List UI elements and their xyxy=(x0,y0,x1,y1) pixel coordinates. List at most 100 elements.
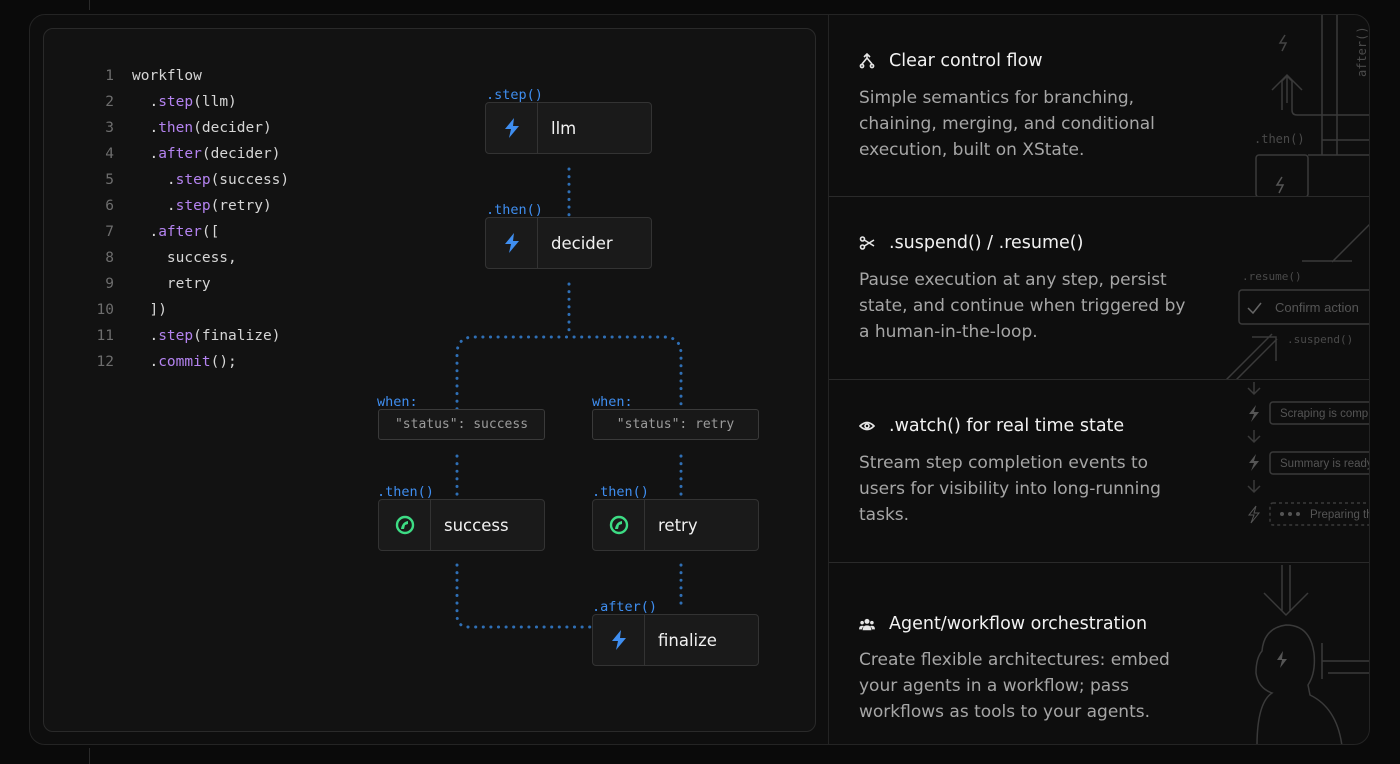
code-line: 8 success, xyxy=(82,245,289,271)
line-number: 6 xyxy=(105,198,114,214)
line-number: 3 xyxy=(105,120,114,136)
code-text: . xyxy=(132,172,176,188)
node-decider[interactable]: decider xyxy=(485,217,652,269)
feature-orchestration: Agent/workflow orchestration Create flex… xyxy=(829,563,1369,744)
agent-icon xyxy=(593,500,645,550)
code-line: 10 ]) xyxy=(82,297,289,323)
node-retry[interactable]: retry xyxy=(592,499,759,551)
watch-decoration: Scraping is complete Summary is ready Pr… xyxy=(1247,382,1370,526)
feature-title-text: Clear control flow xyxy=(889,51,1043,71)
line-number: 9 xyxy=(105,276,114,292)
line-number: 7 xyxy=(105,224,114,240)
node-llm[interactable]: llm xyxy=(485,102,652,154)
feature-title: Agent/workflow orchestration xyxy=(859,614,1147,634)
deco-resume-label: .resume() xyxy=(1242,270,1302,283)
code-keyword: step xyxy=(158,328,194,344)
orchestration-decoration xyxy=(1255,565,1369,744)
code-line: 5 .step(success) xyxy=(82,167,289,193)
code-text: . xyxy=(132,328,159,344)
code-text: (decider) xyxy=(193,120,272,136)
feature-description: Pause execution at any step, persist sta… xyxy=(859,270,1186,342)
line-number: 10 xyxy=(96,302,114,318)
code-keyword: step xyxy=(175,198,211,214)
connector-success-merge xyxy=(455,563,594,629)
node-label: decider xyxy=(551,233,613,253)
deco-then-label: .then() xyxy=(1254,132,1305,146)
line-number: 4 xyxy=(105,146,114,162)
features-list: after() .then() Clear control flow Simpl… xyxy=(828,15,1370,744)
code-keyword: after xyxy=(158,146,202,162)
code-text: retry xyxy=(132,276,211,292)
feature-description: Stream step completion events to users f… xyxy=(859,453,1161,525)
feature-title-text: .suspend() / .resume() xyxy=(889,233,1084,253)
deco-preparing-label: Preparing the xyxy=(1310,509,1370,521)
then-label-success: .then() xyxy=(377,484,434,500)
feature-control-flow: after() .then() Clear control flow Simpl… xyxy=(829,15,1369,197)
code-text: ]) xyxy=(132,302,167,318)
node-label: success xyxy=(444,515,509,535)
branch-icon xyxy=(859,53,875,69)
feature-title-text: Agent/workflow orchestration xyxy=(889,614,1148,634)
condition-retry: "status": retry xyxy=(592,409,759,440)
code-text: (success) xyxy=(210,172,290,188)
code-text: (); xyxy=(210,354,237,370)
line-number: 11 xyxy=(96,328,114,344)
deco-confirm-label: Confirm action xyxy=(1275,300,1359,315)
code-text: ([ xyxy=(201,224,220,240)
node-success[interactable]: success xyxy=(378,499,545,551)
code-text: . xyxy=(132,120,159,136)
feature-suspend-resume: .resume() Confirm action .suspend() .sus… xyxy=(829,197,1369,380)
condition-success: "status": success xyxy=(378,409,545,440)
connector-branch xyxy=(455,335,683,426)
eye-icon xyxy=(859,418,875,434)
line-number: 1 xyxy=(105,68,114,84)
then-label-retry: .then() xyxy=(592,484,649,500)
agent-icon xyxy=(379,500,431,550)
code-text: success, xyxy=(132,250,237,266)
code-line: 9 retry xyxy=(82,271,289,297)
feature-title: .suspend() / .resume() xyxy=(859,233,1083,253)
feature-watch: Scraping is complete Summary is ready Pr… xyxy=(829,380,1370,563)
node-label: llm xyxy=(551,118,577,138)
feature-title: Clear control flow xyxy=(859,51,1043,71)
step-label: .step() xyxy=(486,87,543,103)
line-number: 12 xyxy=(96,354,114,370)
code-keyword: after xyxy=(158,224,202,240)
frame-tick-top xyxy=(89,0,90,10)
line-number: 8 xyxy=(105,250,114,266)
code-line: 11 .step(finalize) xyxy=(82,323,289,349)
code-text: . xyxy=(132,354,159,370)
code-line: 2 .step(llm) xyxy=(82,89,289,115)
node-finalize[interactable]: finalize xyxy=(592,614,759,666)
code-line: 3 .then(decider) xyxy=(82,115,289,141)
code-text: workflow xyxy=(132,68,202,84)
code-text: (retry) xyxy=(210,198,272,214)
bolt-icon xyxy=(486,103,538,153)
node-label: finalize xyxy=(658,630,717,650)
code-text: (llm) xyxy=(193,94,237,110)
code-keyword: then xyxy=(158,120,194,136)
code-text: . xyxy=(132,146,159,162)
frame-tick-bottom xyxy=(89,748,90,764)
deco-summary-label: Summary is ready xyxy=(1280,458,1370,470)
code-text: (decider) xyxy=(201,146,281,162)
after-label: .after() xyxy=(592,599,658,615)
code-text: . xyxy=(132,224,159,240)
then-label-decider: .then() xyxy=(486,202,543,218)
code-line: 1 workflow xyxy=(82,63,289,89)
node-label: retry xyxy=(658,515,698,535)
line-number: 5 xyxy=(105,172,114,188)
users-icon xyxy=(859,616,875,632)
deco-after-label: after() xyxy=(1355,26,1369,77)
flow-connectors xyxy=(455,167,683,629)
code-line: 6 .step(retry) xyxy=(82,193,289,219)
deco-suspend-label: .suspend() xyxy=(1287,333,1353,346)
bolt-icon xyxy=(486,218,538,268)
feature-description: Simple semantics for branching, chaining… xyxy=(859,88,1155,160)
code-keyword: step xyxy=(175,172,211,188)
control-flow-decoration: after() .then() xyxy=(1254,15,1369,196)
code-text: . xyxy=(132,94,159,110)
when-label-success: when: xyxy=(377,394,418,410)
when-label-retry: when: xyxy=(592,394,633,410)
